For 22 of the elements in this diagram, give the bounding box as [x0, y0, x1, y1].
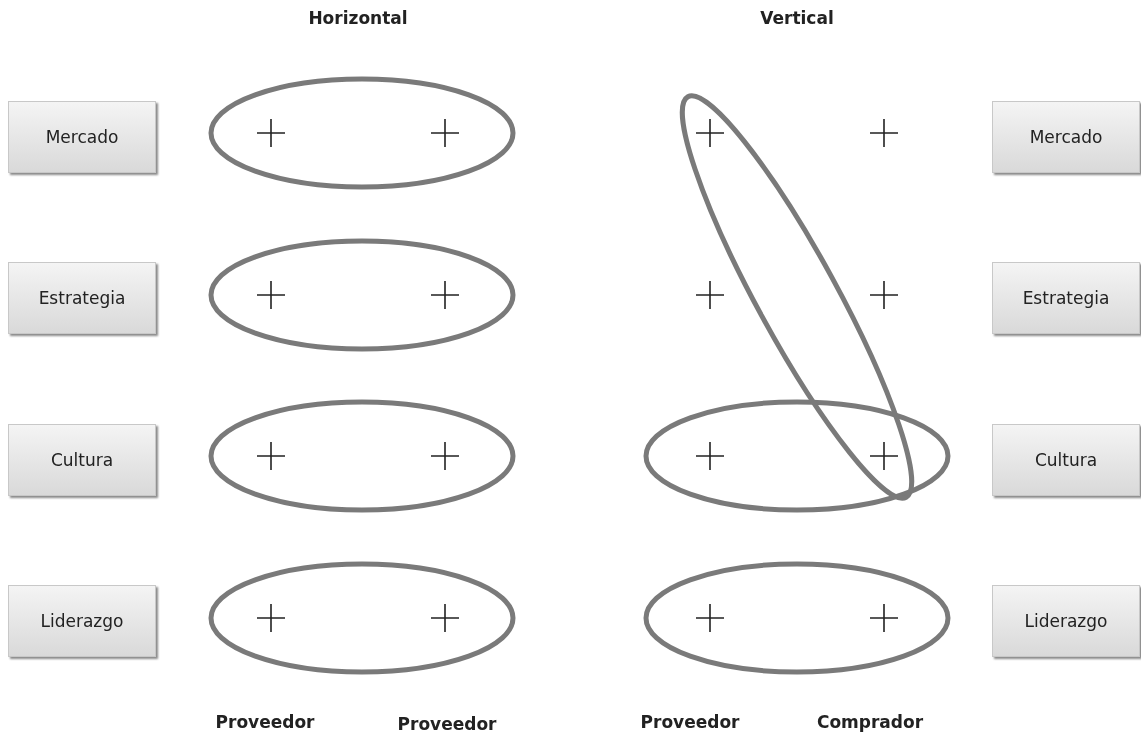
- box-label: Mercado: [1029, 127, 1103, 147]
- axis-label: Comprador: [816, 712, 924, 732]
- label-box: [8, 424, 156, 496]
- column-heading: Vertical: [760, 8, 834, 28]
- label-box: [8, 585, 156, 657]
- box-label: Estrategia: [1022, 288, 1110, 308]
- label-box: [992, 101, 1140, 173]
- axis-label: Proveedor: [215, 712, 315, 732]
- label-box: [992, 585, 1140, 657]
- box-label: Cultura: [50, 450, 114, 470]
- label-box: [992, 424, 1140, 496]
- label-box: [992, 262, 1140, 334]
- label-box: [8, 262, 156, 334]
- label-box: [8, 101, 156, 173]
- axis-label: Proveedor: [640, 712, 740, 732]
- box-label: Cultura: [1034, 450, 1098, 470]
- box-label: Mercado: [45, 127, 119, 147]
- column-heading: Horizontal: [308, 8, 408, 28]
- axis-label: Proveedor: [397, 714, 497, 734]
- box-label: Estrategia: [38, 288, 126, 308]
- box-label: Liderazgo: [40, 611, 124, 631]
- box-label: Liderazgo: [1024, 611, 1108, 631]
